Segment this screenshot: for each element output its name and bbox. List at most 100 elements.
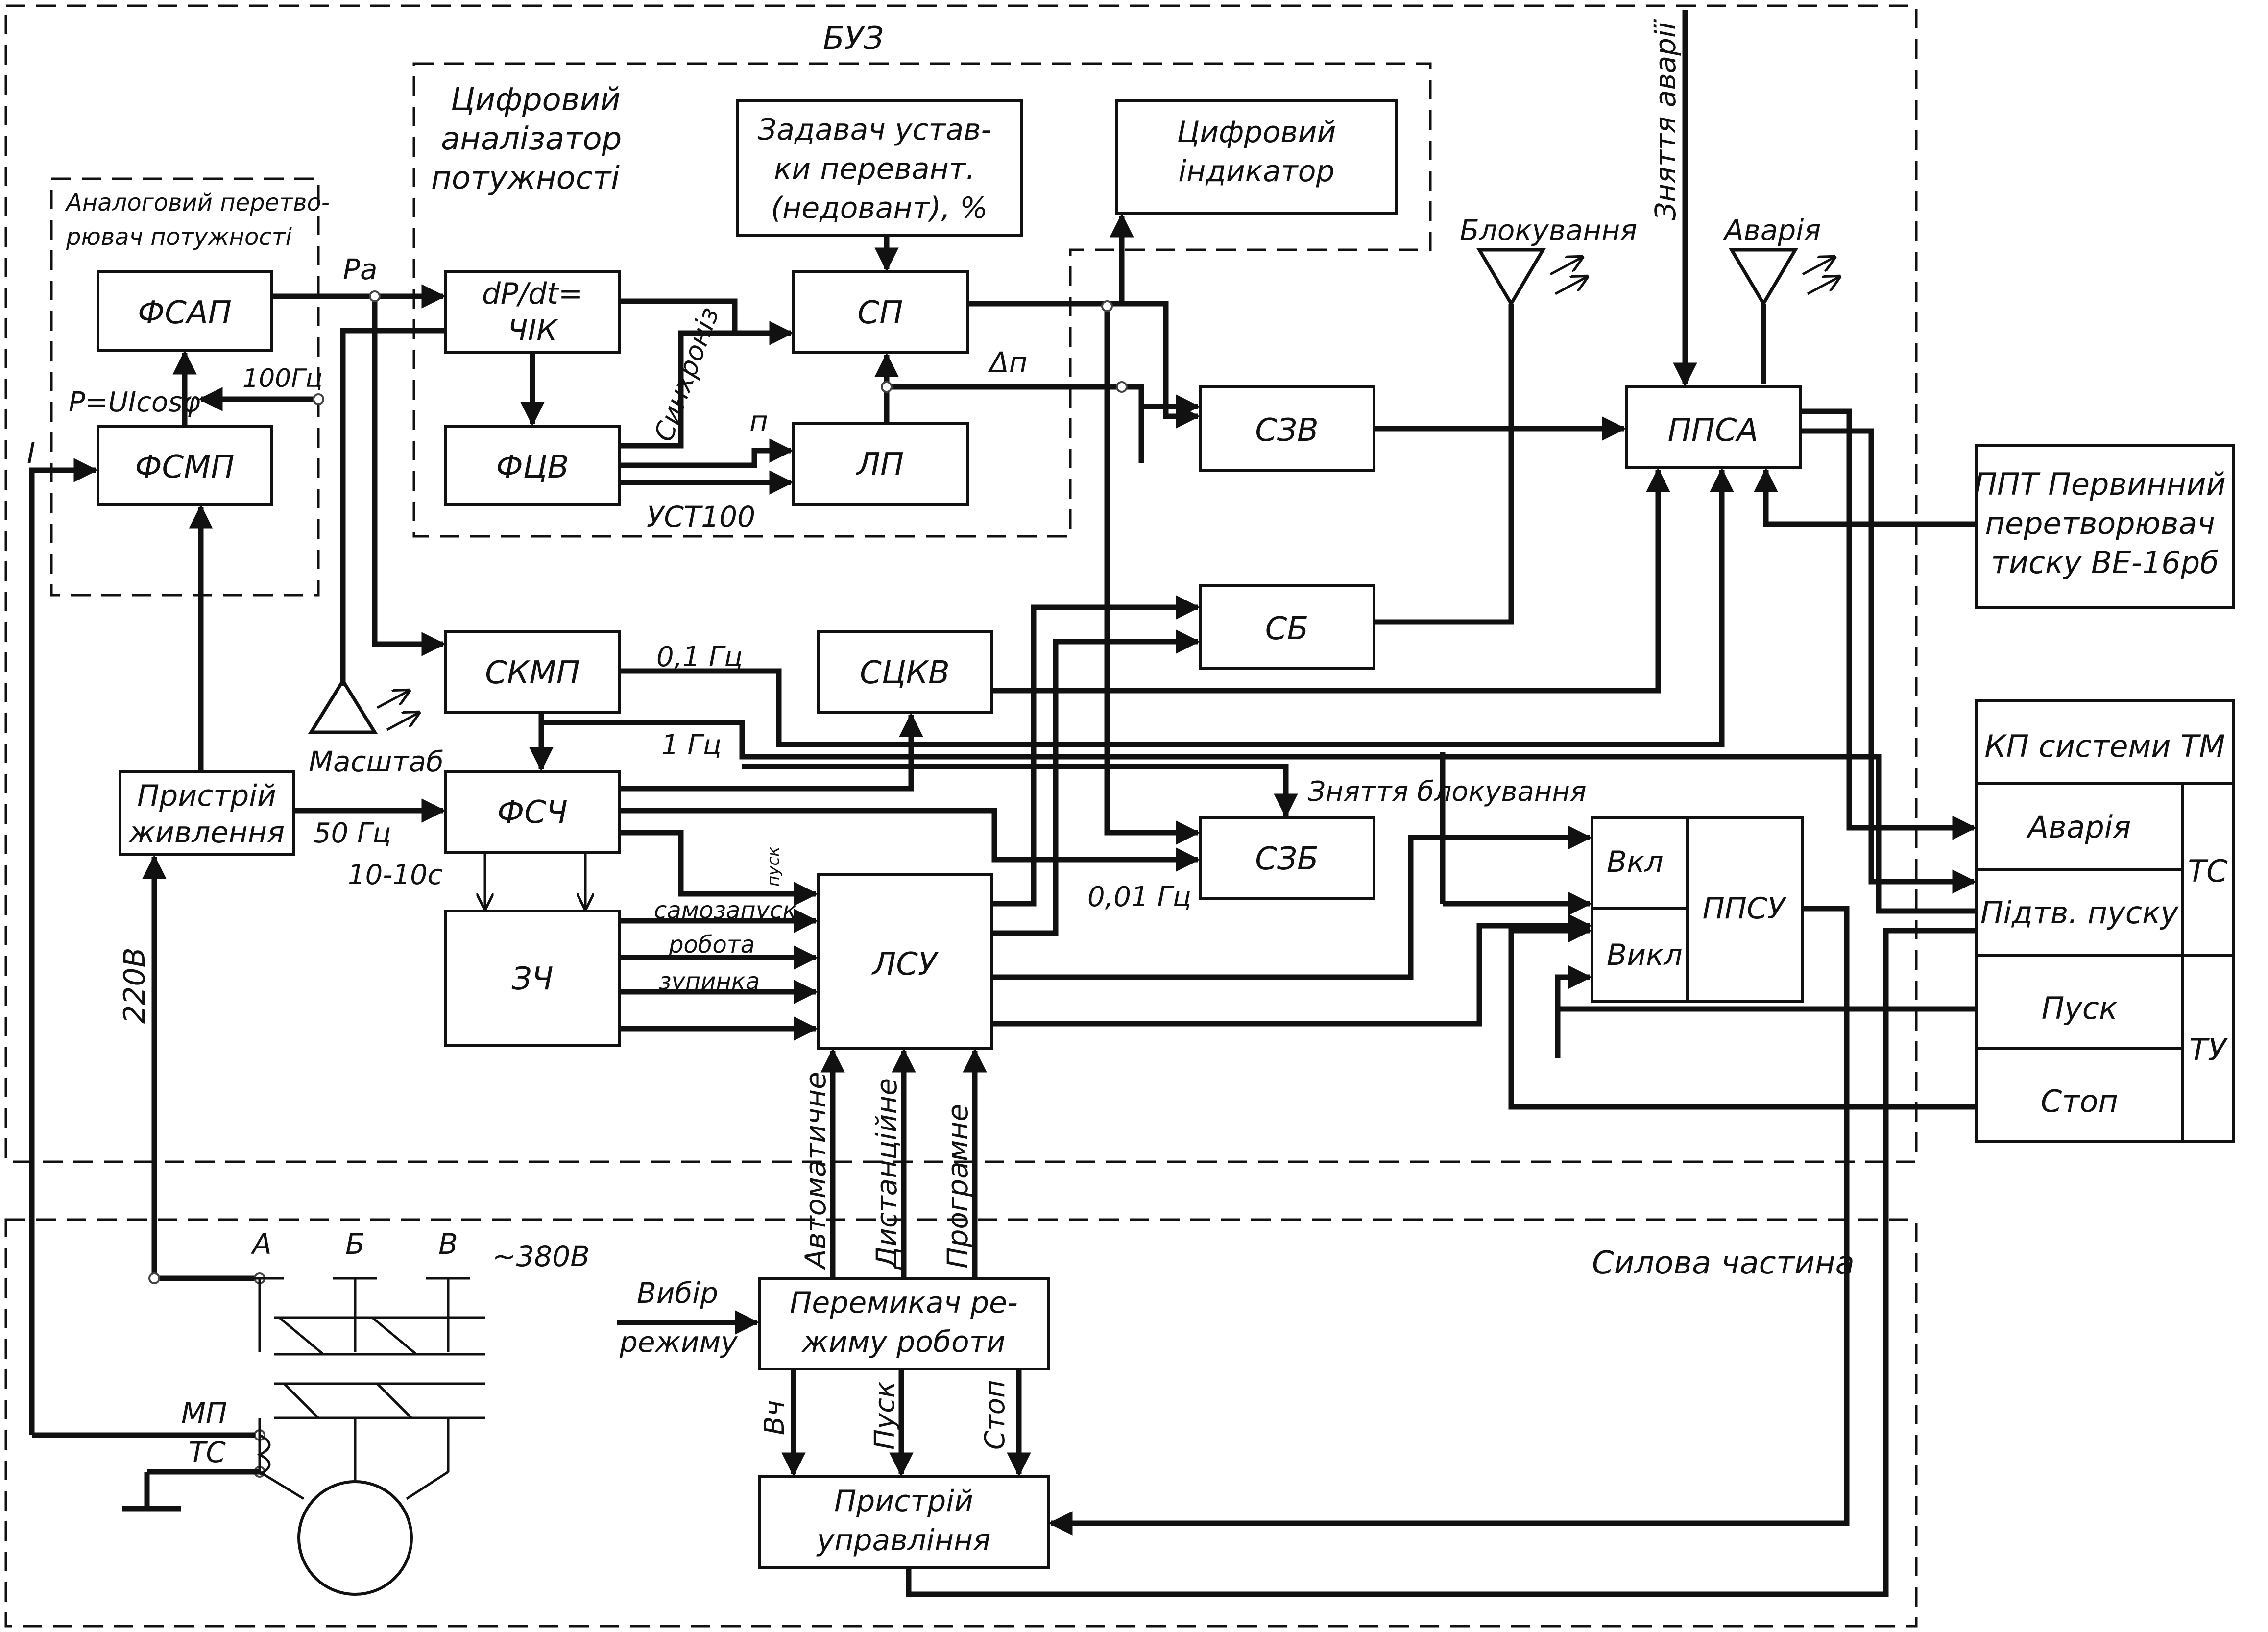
kp-alarm: Аварія	[2026, 809, 2131, 845]
ppsa-text: ППСА	[1668, 412, 1759, 449]
kp-stop: Стоп	[2041, 1083, 2118, 1119]
kp-ts: ТС	[2188, 853, 2228, 889]
buz-frame	[4, 4, 1918, 1163]
setpoint-text: Задавач устав- ки перевант. (недовант), …	[758, 113, 1001, 225]
kp-table: КП системи ТМ Аварія Підтв. пуску Пуск С…	[1975, 699, 2235, 1143]
kp-tu: ТУ	[2189, 1032, 2228, 1068]
lp-text: ЛП	[856, 447, 904, 483]
label-block-release: Зняття блокування	[1308, 776, 1587, 808]
scv-block: СЦКВ	[817, 630, 993, 714]
label-self-start: самозапуск	[654, 897, 797, 924]
label-pusk-small: пуск	[764, 846, 783, 887]
alarm-antenna-icon	[1728, 248, 1839, 307]
label-mode-auto: Автоматичне	[799, 1072, 832, 1271]
label-phase-v: В	[438, 1227, 458, 1261]
lsu-block: ЛСУ	[817, 873, 993, 1050]
label-blocking: Блокування	[1460, 214, 1637, 247]
sb-text: СБ	[1265, 611, 1309, 647]
label-phase-a: А	[250, 1227, 272, 1261]
kp-confirm: Підтв. пуску	[1980, 895, 2179, 931]
analyzer-frame	[412, 62, 1432, 538]
dpdt-block: dP/dt=ЧІК	[444, 270, 621, 354]
fsch-block: ФСЧ	[444, 770, 621, 854]
label-n: п	[749, 405, 768, 438]
buz-label: БУЗ	[823, 21, 884, 57]
szb-block: СЗБ	[1199, 816, 1375, 900]
fsap-text: ФСАП	[138, 295, 232, 331]
kp-start: Пуск	[2042, 990, 2118, 1026]
label-pa: Pa	[343, 253, 378, 286]
analog-converter-label: Аналоговий перетво- рювач потужності	[65, 189, 337, 251]
kp-title: КП системи ТМ	[1984, 728, 2225, 764]
mode-switch-block: Перемикач ре-жиму роботи	[758, 1277, 1050, 1370]
sp-text: СП	[858, 295, 903, 331]
ppsu-text: ППСУ	[1703, 891, 1787, 926]
fsmp-text: ФСМП	[135, 449, 234, 485]
label-100hz: 100Гц	[242, 364, 323, 393]
label-out-vch: Вч	[759, 1400, 791, 1435]
fsmp-block: ФСМП	[97, 425, 273, 506]
label-work: робота	[668, 931, 755, 959]
blocking-antenna-icon	[1476, 248, 1587, 307]
label-1hz: 1 Гц	[661, 729, 722, 761]
signal-labels: Pa 100Гц P=UIcosφ I Синхроніз п УСТ100 Δ…	[27, 19, 1821, 1469]
ppsu-off-text: Викл	[1607, 938, 1683, 972]
ppt-block: ППТ Первинний перетворювач тиску ВЕ-16рб	[1974, 444, 2235, 609]
szv-block: СЗВ	[1199, 385, 1375, 472]
label-mode-remote: Дистанційне	[870, 1078, 903, 1270]
label-alarm: Аварія	[1722, 214, 1821, 247]
label-10-10s: 10-10с	[348, 859, 443, 891]
label-out-stop: Стоп	[979, 1380, 1011, 1450]
skmp-text: СКМП	[485, 655, 579, 691]
power-part-label: Силова частина	[1592, 1245, 1855, 1281]
label-delta-n: Δп	[988, 346, 1028, 379]
label-ts: ТС	[189, 1436, 226, 1469]
label-alarm-release: Зняття аварії	[1649, 19, 1682, 220]
label-phase-b: Б	[345, 1227, 365, 1261]
zch-text: ЗЧ	[512, 961, 554, 997]
label-i: I	[27, 436, 35, 470]
fsap-block: ФСАП	[97, 270, 273, 352]
label-ust100: УСТ100	[647, 500, 755, 533]
scv-text: СЦКВ	[860, 655, 950, 691]
sb-block: СБ	[1199, 584, 1375, 670]
ppsu-block: Вкл Викл ППСУ	[1591, 816, 1804, 1003]
label-scale: Масштаб	[309, 745, 444, 778]
lp-block: ЛП	[792, 422, 969, 506]
label-mode-program: Програмне	[941, 1104, 974, 1269]
ppt-text: ППТ Первинний перетворювач тиску ВЕ-16рб	[1974, 466, 2235, 580]
skmp-block: СКМП	[444, 630, 621, 714]
label-synchron: Синхроніз	[648, 303, 725, 446]
label-380v: ~380В	[492, 1240, 590, 1273]
scale-antenna-icon	[308, 677, 419, 734]
analyzer-label: Цифровий аналізатор потужності	[431, 82, 632, 196]
setpoint-block: Задавач устав- ки перевант. (недовант), …	[736, 99, 1023, 237]
motor-icon	[297, 1480, 413, 1596]
mode-switch-text: Перемикач ре-жиму роботи	[790, 1286, 1017, 1359]
label-001hz: 0,01 Гц	[1087, 881, 1191, 913]
zch-block: ЗЧ	[444, 910, 621, 1047]
ppsu-on-text: Вкл	[1607, 845, 1664, 879]
label-out-start: Пуск	[869, 1381, 901, 1450]
power-part-frame	[4, 1218, 1918, 1628]
wiring	[29, 10, 1977, 1597]
szb-text: СЗБ	[1255, 841, 1319, 877]
label-stop-small: зупинка	[659, 968, 760, 995]
sp-block: СП	[792, 270, 969, 354]
label-p-formula: P=UIcosφ	[69, 386, 200, 418]
analog-converter-frame	[50, 177, 320, 597]
fcv-block: ФЦВ	[444, 425, 621, 506]
fcv-text: ФЦВ	[496, 449, 569, 485]
label-220v: 220В	[118, 947, 152, 1024]
fsch-text: ФСЧ	[497, 794, 568, 831]
label-50hz: 50 Гц	[314, 817, 391, 849]
dpdt-text: dP/dt=ЧІК	[482, 277, 583, 348]
